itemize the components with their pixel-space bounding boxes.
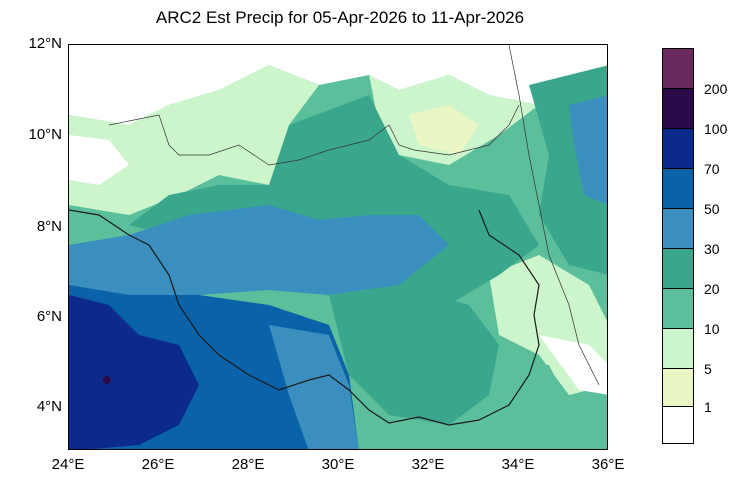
lat-label-4n: 4°N	[36, 398, 62, 415]
lon-label-28e: 28°E	[231, 456, 265, 473]
precip-legend	[662, 48, 694, 444]
legend-label-100: 100	[704, 121, 728, 137]
lon-label-26e: 26°E	[141, 456, 175, 473]
lon-label-32e: 32°E	[411, 456, 445, 473]
country-border-north	[108, 104, 520, 166]
country-border-south	[69, 209, 540, 426]
precipitation-field	[69, 45, 607, 449]
field-below-1-north	[69, 45, 607, 125]
lon-label-30e: 30°E	[321, 456, 355, 473]
field-30-50-south	[269, 325, 359, 449]
legend-box-below-1	[663, 407, 693, 443]
legend-label-30: 30	[704, 241, 720, 257]
legend-box-70-100	[663, 129, 693, 169]
lat-label-6n: 6°N	[36, 308, 62, 325]
legend-box-200-plus	[663, 49, 693, 89]
field-30-50-east	[569, 95, 607, 205]
field-100-200-spot	[103, 376, 111, 384]
legend-box-50-70	[663, 169, 693, 209]
lon-label-34e: 34°E	[501, 456, 535, 473]
legend-label-1: 1	[704, 399, 712, 415]
field-below-1-east	[539, 335, 607, 395]
field-20-30-south	[329, 285, 499, 425]
field-below-1-west	[69, 135, 129, 185]
legend-box-20-30	[663, 249, 693, 289]
legend-label-10: 10	[704, 321, 720, 337]
legend-label-200: 200	[704, 81, 728, 97]
legend-label-20: 20	[704, 281, 720, 297]
legend-box-1-5	[663, 369, 693, 407]
country-border-east	[508, 45, 600, 386]
precipitation-map	[68, 44, 608, 450]
field-5-10-west	[69, 65, 319, 215]
legend-box-30-50	[663, 209, 693, 249]
field-70-100-southwest	[69, 295, 199, 449]
legend-label-70: 70	[704, 161, 720, 177]
legend-box-5-10	[663, 329, 693, 369]
legend-box-10-20	[663, 289, 693, 329]
lon-label-36e: 36°E	[591, 456, 625, 473]
lat-label-10n: 10°N	[28, 126, 62, 143]
field-10-20-southeast	[499, 365, 607, 449]
lat-label-8n: 8°N	[36, 218, 62, 235]
map-title: ARC2 Est Precip for 05-Apr-2026 to 11-Ap…	[155, 8, 525, 27]
legend-label-5: 5	[704, 361, 712, 377]
lat-label-12n: 12°N	[28, 35, 62, 52]
lon-label-24e: 24°E	[51, 456, 85, 473]
field-30-50-central	[69, 205, 449, 305]
legend-box-100-200	[663, 89, 693, 129]
field-1-5-north	[409, 105, 479, 155]
legend-label-50: 50	[704, 201, 720, 217]
